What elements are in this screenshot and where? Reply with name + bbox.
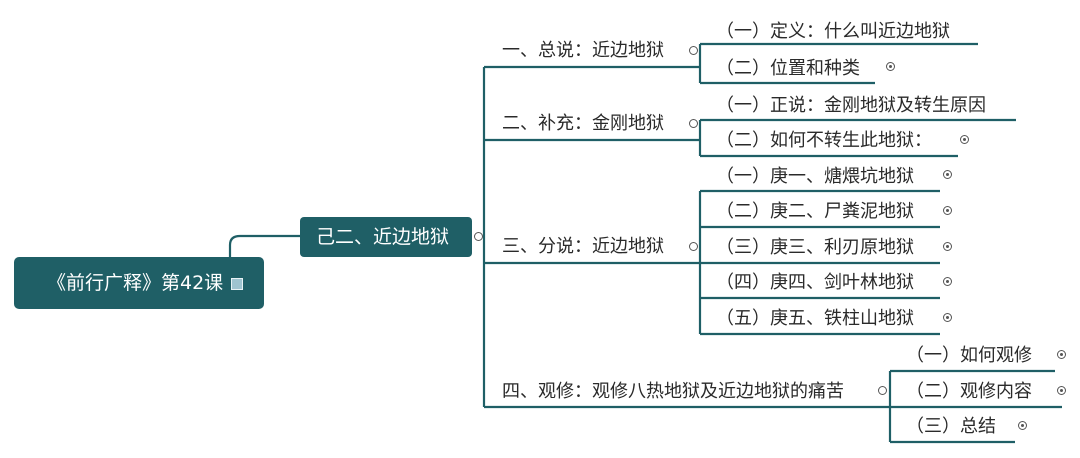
b2-child-2[interactable]: （二）如何不转生此地狱： — [716, 130, 932, 151]
expand-icon[interactable] — [1018, 421, 1027, 430]
b1-child-2[interactable]: （二）位置和种类 — [716, 58, 860, 79]
b3-child-2[interactable]: （二）庚二、尸粪泥地狱 — [716, 201, 914, 222]
expand-icon[interactable] — [943, 277, 952, 286]
b1-child-1[interactable]: （一）定义：什么叫近边地狱 — [716, 21, 950, 42]
branch-3-title[interactable]: 三、分说：近边地狱 — [502, 236, 664, 257]
expand-icon[interactable] — [960, 135, 969, 144]
branch-2-title[interactable]: 二、补充：金刚地狱 — [502, 113, 664, 134]
expand-icon[interactable] — [943, 206, 952, 215]
note-icon[interactable] — [231, 277, 244, 290]
b4-child-3[interactable]: （三）总结 — [906, 416, 996, 437]
expand-icon[interactable] — [943, 242, 952, 251]
root-topic[interactable]: 《前行广释》第42课 — [14, 257, 264, 309]
collapse-icon[interactable] — [689, 119, 698, 128]
collapse-icon[interactable] — [474, 232, 483, 241]
b3-child-3[interactable]: （三）庚三、利刃原地狱 — [716, 237, 914, 258]
collapse-icon[interactable] — [689, 242, 698, 251]
b3-child-4[interactable]: （四）庚四、剑叶林地狱 — [716, 272, 914, 293]
expand-icon[interactable] — [943, 313, 952, 322]
b4-child-1[interactable]: （一）如何观修 — [906, 345, 1032, 366]
b2-child-1[interactable]: （一）正说：金刚地狱及转生原因 — [716, 95, 986, 116]
main-title: 己二、近边地狱 — [316, 226, 450, 248]
b3-child-5[interactable]: （五）庚五、铁柱山地狱 — [716, 308, 914, 329]
collapse-icon[interactable] — [689, 46, 698, 55]
expand-icon[interactable] — [943, 170, 952, 179]
expand-icon[interactable] — [1057, 350, 1066, 359]
main-topic[interactable]: 己二、近边地狱 — [300, 217, 472, 257]
b4-child-2[interactable]: （二）观修内容 — [906, 381, 1032, 402]
collapse-icon[interactable] — [878, 386, 887, 395]
b3-child-1[interactable]: （一）庚一、煻煨坑地狱 — [716, 166, 914, 187]
root-title: 《前行广释》第42课 — [47, 272, 224, 294]
expand-icon[interactable] — [1057, 386, 1066, 395]
branch-4-title[interactable]: 四、观修：观修八热地狱及近边地狱的痛苦 — [502, 381, 844, 402]
expand-icon[interactable] — [886, 62, 895, 71]
branch-1-title[interactable]: 一、总说：近边地狱 — [502, 40, 664, 61]
root-connector — [228, 234, 300, 257]
